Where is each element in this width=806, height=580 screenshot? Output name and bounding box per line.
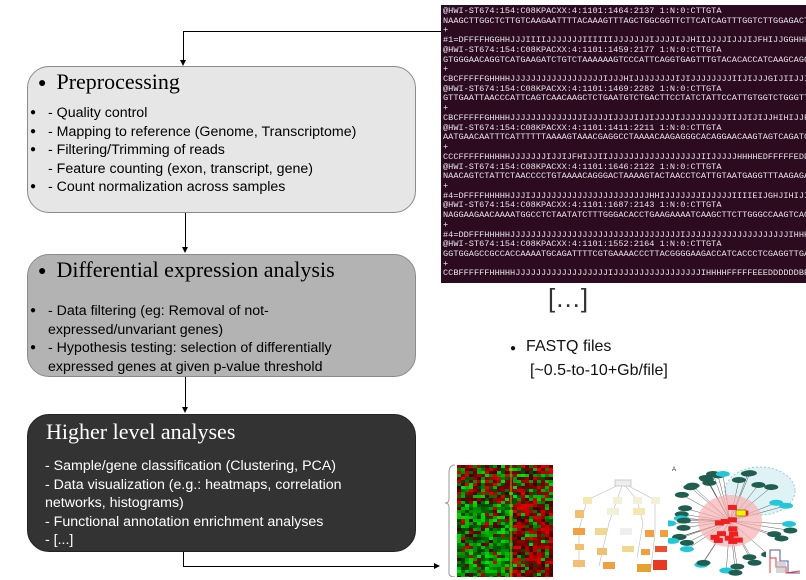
fastq-line: @HWI-ST674:154:C08KPACXX:4:1101:1646:212… [443, 161, 722, 172]
list-item: - Sample/gene classification (Clustering… [45, 458, 336, 474]
preprocessing-box: ●Preprocessing ●- Quality control ●- Map… [27, 66, 416, 213]
panel-label-a: A [672, 467, 676, 473]
fastq-line: @HWI-ST674:154:C08KPACXX:4:1101:1411:221… [443, 122, 722, 133]
list-item: networks, histograms) [45, 495, 184, 511]
arrowhead [434, 563, 440, 569]
list-item: ●- Hypothesis testing: selection of diff… [30, 340, 332, 356]
differential-expression-box: ●Differential expression analysis ●- Dat… [27, 254, 416, 377]
fastq-line: GTGGGAACAGGTCATGAAGATCTGTCTAAAAAAGTCCCAT… [443, 54, 806, 65]
pathway-tree-figure [573, 479, 668, 572]
list-item: - Data visualization (e.g.: heatmaps, co… [45, 476, 342, 493]
fastq-line: @HWI-ST674:154:C08KPACXX:4:1101:1552:216… [443, 239, 722, 250]
list-item: ●- Data filtering (eg: Removal of not- [30, 303, 269, 319]
network-figure: A [668, 466, 802, 576]
list-item: ●- Filtering/Trimming of reads [30, 142, 225, 158]
fastq-label: FASTQ files [526, 338, 612, 355]
fastq-line: CCBFFFFFFHHHHHJJJJJJJJJJJJJJJJJJIJJJJJJJ… [443, 268, 806, 279]
fastq-terminal-output: @HWI-ST674:154:C08KPACXX:4:1101:1464:213… [441, 5, 806, 283]
heatmap-figure [445, 464, 553, 577]
preprocessing-title: ●Preprocessing [38, 69, 180, 94]
title-text: Preprocessing [56, 69, 180, 94]
fastq-caption: ●FASTQ files [~0.5-to-10+Gb/file] [510, 336, 668, 382]
connector-vertical [183, 31, 184, 61]
list-item: - [...] [45, 532, 74, 548]
fastq-line: NAAGCTTGGCTCTTGTCAAGAATTTTACAAAGTTTAGCTG… [443, 15, 806, 26]
fastq-line: CBCFFFFFGHHHHJJJJJJJJJJJJJJIJJJJIJJJJIJJ… [443, 112, 806, 123]
list-item: - Functional annotation enrichment analy… [45, 513, 324, 530]
fastq-line: @HWI-ST674:154:C08KPACXX:4:1101:1687:214… [443, 200, 722, 211]
fastq-line: + [443, 180, 449, 191]
fastq-line: CCCFFFFFHHHHHJJJJJJJIJJIJFHIJJIIJJJJJJJJ… [443, 151, 806, 162]
fastq-line: + [443, 142, 449, 153]
fastq-line: + [443, 258, 449, 269]
fastq-line: + [443, 64, 449, 75]
fastq-line: NAGGAAGAACAAAATGGCCTCTAATATCTTTGGGACACCT… [443, 210, 806, 221]
fastq-line: AATGAACAATTTCATTTTTTAAAAGTAAACGAGGCCTAAA… [443, 132, 806, 143]
connector-to-figures [183, 552, 184, 566]
fastq-line: #4=DFFFFHHHHHJJJIJJJJJJJJJJJJJJJJJJJJJJJ… [443, 190, 806, 201]
arrowhead [182, 247, 188, 253]
higher-title: Higher level analyses [46, 419, 236, 444]
ellipsis-bracket: [...] [548, 283, 590, 313]
fastq-line: @HWI-ST674:154:C08KPACXX:4:1101:1459:217… [443, 44, 722, 55]
fastq-line: @HWI-ST674:154:C08KPACXX:4:1101:1464:213… [443, 6, 722, 16]
list-item: expressed/unvariant genes) [48, 321, 224, 338]
connector-vertical [185, 370, 186, 408]
list-item: ●- Quality control [30, 105, 148, 121]
list-item: ●- Mapping to reference (Genome, Transcr… [30, 123, 357, 140]
connector-to-figures [183, 566, 435, 567]
arrowhead [180, 60, 186, 66]
fastq-line: GGTGGAGCCGCCACCAAAATGCAGATTTTCGTGAAAACCC… [443, 248, 806, 259]
fastq-line: + [443, 103, 449, 114]
title-text: Differential expression analysis [56, 257, 335, 282]
fastq-line: + [443, 25, 449, 36]
list-item: - Feature counting (exon, transcript, ge… [48, 160, 313, 177]
fastq-line: @HWI-ST674:154:C08KPACXX:4:1101:1469:228… [443, 83, 722, 94]
higher-level-analyses-box: Higher level analyses - Sample/gene clas… [27, 414, 416, 552]
fastq-line: #1=DFFFFHGGHHJJJIIIIJJJJJJJIIIIIIJJJJJJJ… [443, 35, 806, 46]
arrowhead [182, 407, 188, 413]
fastq-line: + [443, 219, 449, 230]
fastq-size: [~0.5-to-10+Gb/file] [530, 362, 668, 379]
list-item: expressed genes at given p-value thresho… [48, 358, 323, 375]
list-item: ●- Count normalization across samples [30, 179, 286, 195]
fastq-line: #4=DDFFFHHHHHJJJJJJJJJJJJJJJJJJJJJJJJJJJ… [443, 229, 806, 240]
connector-vertical [185, 213, 186, 248]
fastq-line: CBCFFFFFGHHHHJJJJJJJJJJJJJJJJJJIJJJHIJJJ… [443, 74, 806, 85]
connector-fastq-to-preprocessing [183, 31, 441, 32]
fastq-line: NAACAGTCTATTCTAACCCCTGTAAAACAGGGACTAAAAG… [443, 171, 806, 182]
differential-title: ●Differential expression analysis [38, 257, 335, 282]
fastq-line: GTTGAATTAACCCATTCAGTCAACAAGCTCTGAATGTCTG… [443, 93, 806, 104]
